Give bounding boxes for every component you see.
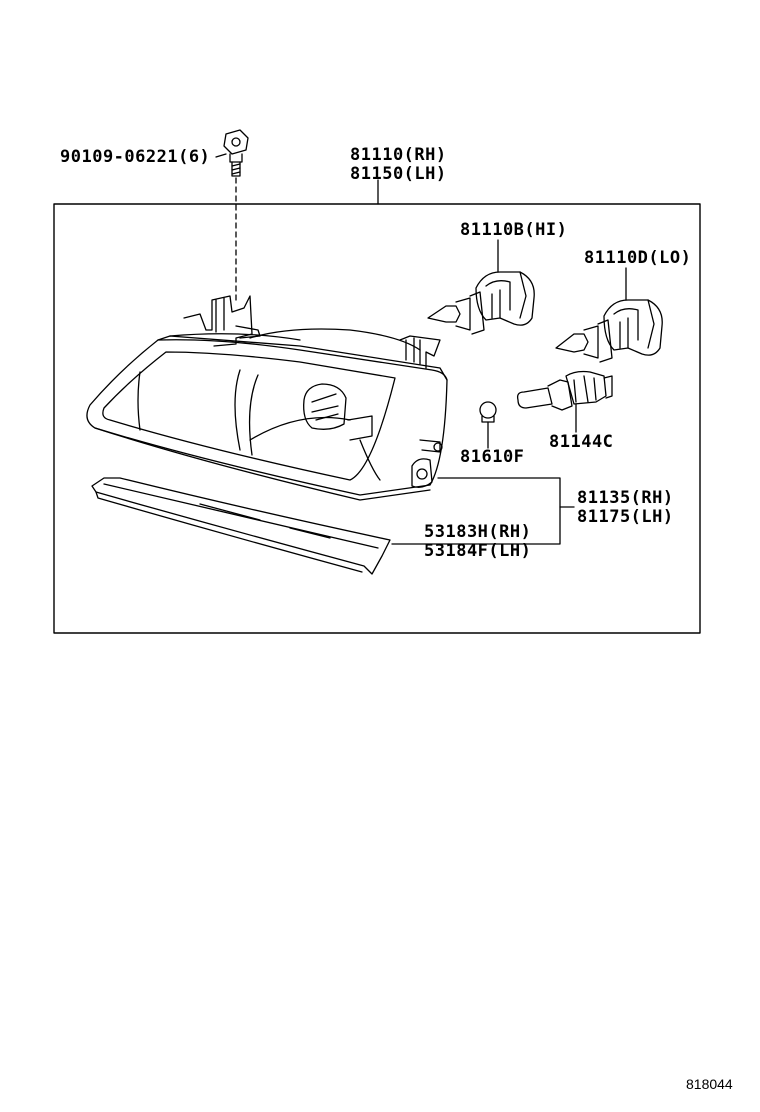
- label-headlamp-rh: 81110(RH): [350, 145, 447, 165]
- leader-lines: [391, 477, 575, 545]
- label-bulb-small: 81610F: [460, 447, 525, 467]
- label-bulb-lo: 81110D(LO): [584, 248, 692, 268]
- label-bulb-hi: 81110B(HI): [460, 220, 568, 240]
- wedge-bulb-icon: [479, 401, 497, 449]
- assembly-frame: [53, 179, 701, 634]
- headlamp-assembly-icon: [86, 295, 448, 501]
- label-molding-lh: 53184F(LH): [424, 541, 532, 561]
- bolt-icon: [215, 129, 249, 301]
- label-molding-rh: 53183H(RH): [424, 522, 532, 542]
- bulb-lo-icon: [555, 267, 663, 363]
- molding-icon: [91, 477, 391, 575]
- figure-number: 818044: [686, 1076, 733, 1092]
- label-bolt-part: 90109-06221(6): [60, 147, 211, 167]
- socket-icon: [516, 370, 613, 433]
- bulb-hi-icon: [427, 239, 535, 335]
- label-cover-lh: 81175(LH): [577, 507, 674, 527]
- label-socket: 81144C: [549, 432, 614, 452]
- label-cover-rh: 81135(RH): [577, 488, 674, 508]
- label-headlamp-lh: 81150(LH): [350, 164, 447, 184]
